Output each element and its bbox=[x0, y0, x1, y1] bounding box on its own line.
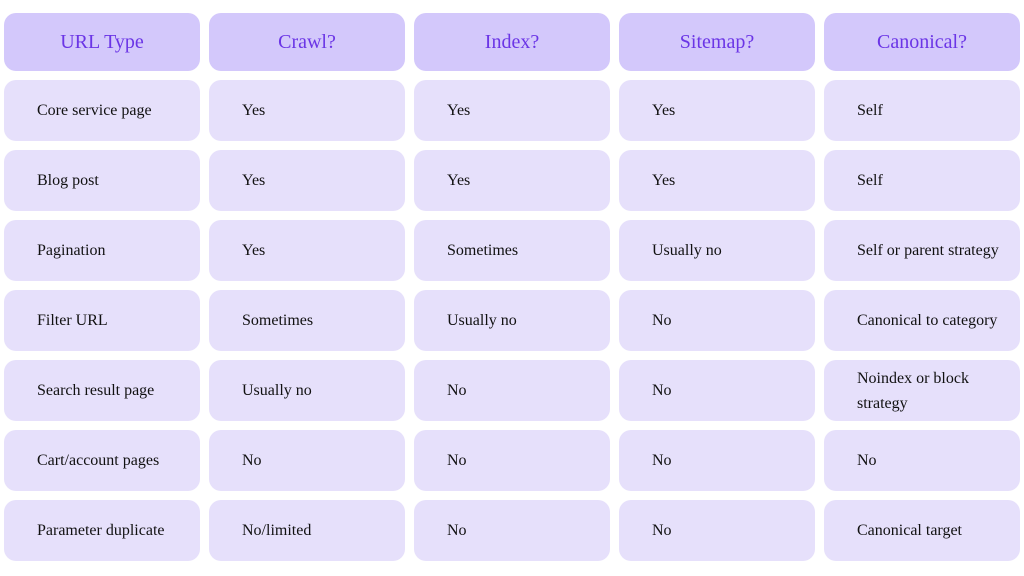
row-sitemap: No bbox=[619, 500, 815, 561]
row-sitemap: Yes bbox=[619, 150, 815, 211]
row-crawl: No bbox=[209, 430, 405, 491]
row-sitemap: No bbox=[619, 430, 815, 491]
row-crawl: Yes bbox=[209, 220, 405, 281]
header-sitemap: Sitemap? bbox=[619, 13, 815, 71]
row-crawl: No/limited bbox=[209, 500, 405, 561]
row-index: No bbox=[414, 430, 610, 491]
row-index: Sometimes bbox=[414, 220, 610, 281]
row-crawl: Sometimes bbox=[209, 290, 405, 351]
row-url-type: Search result page bbox=[4, 360, 200, 421]
header-url-type: URL Type bbox=[4, 13, 200, 71]
row-url-type: Core service page bbox=[4, 80, 200, 141]
row-index: Yes bbox=[414, 80, 610, 141]
row-crawl: Usually no bbox=[209, 360, 405, 421]
row-crawl: Yes bbox=[209, 80, 405, 141]
row-index: No bbox=[414, 500, 610, 561]
row-url-type: Cart/account pages bbox=[4, 430, 200, 491]
header-canonical: Canonical? bbox=[824, 13, 1020, 71]
row-canonical: No bbox=[824, 430, 1020, 491]
row-sitemap: Usually no bbox=[619, 220, 815, 281]
row-canonical: Self or parent strategy bbox=[824, 220, 1020, 281]
row-canonical: Canonical target bbox=[824, 500, 1020, 561]
row-sitemap: No bbox=[619, 360, 815, 421]
row-index: No bbox=[414, 360, 610, 421]
row-canonical: Self bbox=[824, 80, 1020, 141]
url-strategy-table: URL Type Crawl? Index? Sitemap? Canonica… bbox=[4, 13, 1020, 561]
row-url-type: Parameter duplicate bbox=[4, 500, 200, 561]
row-canonical: Self bbox=[824, 150, 1020, 211]
row-sitemap: Yes bbox=[619, 80, 815, 141]
row-url-type: Pagination bbox=[4, 220, 200, 281]
header-index: Index? bbox=[414, 13, 610, 71]
row-index: Yes bbox=[414, 150, 610, 211]
row-index: Usually no bbox=[414, 290, 610, 351]
row-canonical: Canonical to category bbox=[824, 290, 1020, 351]
row-sitemap: No bbox=[619, 290, 815, 351]
header-crawl: Crawl? bbox=[209, 13, 405, 71]
row-canonical: Noindex or block strategy bbox=[824, 360, 1020, 421]
row-url-type: Filter URL bbox=[4, 290, 200, 351]
row-url-type: Blog post bbox=[4, 150, 200, 211]
row-crawl: Yes bbox=[209, 150, 405, 211]
